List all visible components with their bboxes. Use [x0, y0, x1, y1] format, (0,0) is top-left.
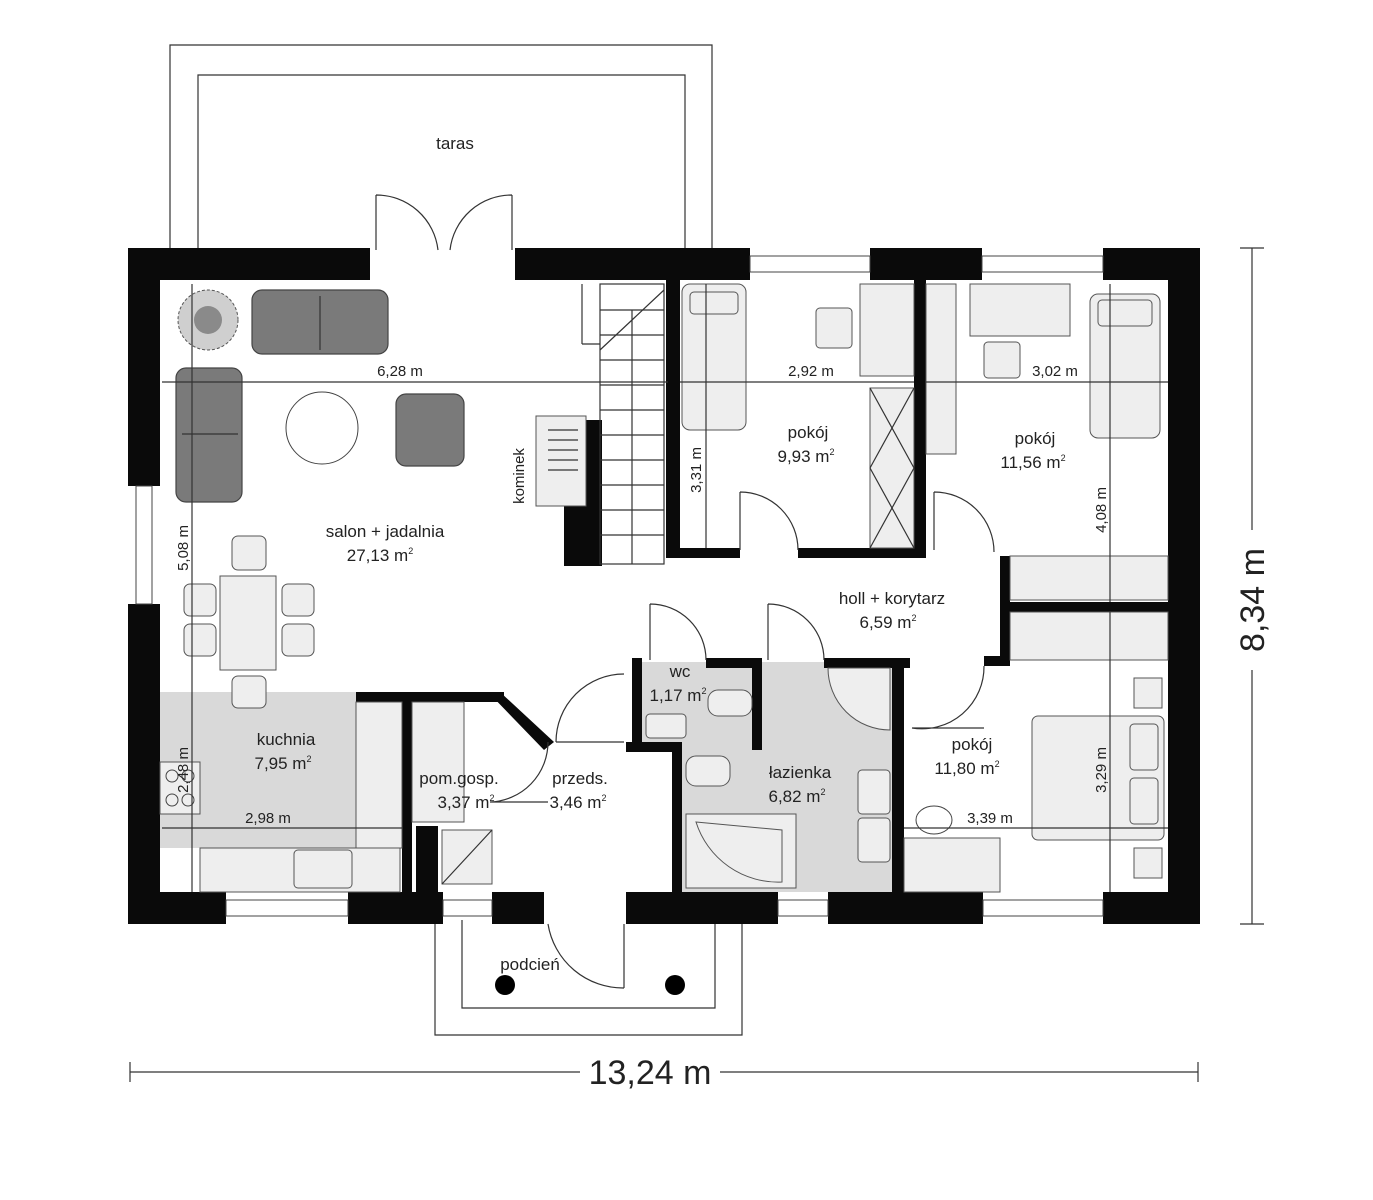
chair-icon [815, 307, 853, 349]
stove-icon [159, 761, 201, 815]
toilet-icon [707, 689, 753, 717]
washbasin-icon [857, 817, 891, 863]
room-area-wc: 1,17 m2 [650, 686, 707, 705]
dim-pokoj1-width: 2,92 m [788, 363, 834, 380]
room-name-salon: salon + jadalnia [326, 522, 445, 541]
doors [375, 194, 995, 989]
plant-icon [177, 289, 239, 351]
dim-salon-width: 6,28 m [377, 363, 423, 380]
fireplace [535, 415, 587, 507]
room-name-lazienka: łazienka [769, 763, 832, 782]
bathroom-fixtures [645, 667, 891, 889]
coffee-table-icon [285, 391, 359, 465]
room-name-taras: taras [436, 134, 474, 153]
chair-icon [183, 623, 217, 657]
boiler-icon [441, 829, 493, 885]
dim-pokoj1-depth: 3,31 m [688, 447, 705, 493]
chair-icon [231, 535, 267, 571]
dim-kuchnia-depth: 2,48 m [175, 747, 192, 793]
room-area-pokoj-1: 9,93 m2 [778, 447, 835, 466]
chair-icon [281, 583, 315, 617]
room-area-kuchnia: 7,95 m2 [255, 754, 312, 773]
dim-pokoj2-width: 3,02 m [1032, 363, 1078, 380]
exterior-walls [128, 248, 1200, 924]
shower-icon [827, 667, 891, 731]
washbasin-icon [645, 713, 687, 739]
room-name-pokoj-3: pokój [952, 735, 993, 754]
fireplace-label: kominek [511, 448, 528, 504]
room-name-kuchnia: kuchnia [257, 730, 316, 749]
bedroom-furniture [681, 283, 1169, 893]
bed-icon [1089, 293, 1161, 439]
room-name-wc: wc [669, 662, 691, 681]
room-name-holl: holl + korytarz [839, 589, 945, 608]
room-area-salon: 27,13 m2 [347, 546, 413, 565]
windows [135, 255, 1104, 917]
porch-column [665, 975, 685, 995]
room-name-pom-gosp: pom.gosp. [419, 769, 498, 788]
room-area-pokoj-2: 11,56 m2 [1000, 453, 1065, 472]
room-area-pom-gosp: 3,37 m2 [438, 793, 495, 812]
porch-column [495, 975, 515, 995]
chair-icon [983, 341, 1021, 379]
room-name-podcien: podcień [500, 955, 560, 974]
chair-icon [281, 623, 315, 657]
washbasin-icon [857, 769, 891, 815]
room-area-pokoj-3: 11,80 m2 [934, 759, 999, 778]
dimension-lines [129, 247, 1264, 1082]
dining-table-icon [219, 575, 277, 671]
room-name-pokoj-2: pokój [1015, 429, 1056, 448]
chair-icon [183, 583, 217, 617]
dim-pokoj2-depth: 4,08 m [1093, 487, 1110, 533]
room-area-przeds: 3,46 m2 [550, 793, 607, 812]
dim-salon-depth: 5,08 m [175, 525, 192, 571]
dim-total-depth: 8,34 m [1234, 548, 1272, 652]
living-furniture [175, 289, 465, 709]
dim-pokoj3-width: 3,39 m [967, 810, 1013, 827]
dim-total-width: 13,24 m [589, 1054, 712, 1092]
room-area-holl: 6,59 m2 [860, 613, 917, 632]
terrace [169, 44, 713, 250]
room-name-pokoj-1: pokój [788, 423, 829, 442]
sofa-icon [175, 367, 243, 503]
dimension-labels: 6,28 m 2,92 m 3,02 m 5,08 m 3,31 m 4,08 … [175, 363, 1272, 1092]
armchair-icon [395, 393, 465, 467]
room-labels: taras salon + jadalnia 27,13 m2 pokój 9,… [255, 134, 1066, 974]
toilet-icon [685, 755, 731, 787]
room-area-lazienka: 6,82 m2 [769, 787, 826, 806]
interior-walls [356, 280, 1168, 892]
porch [434, 920, 743, 1036]
room-name-przeds: przeds. [552, 769, 608, 788]
chair-icon [915, 805, 953, 835]
chair-icon [231, 675, 267, 709]
bed-icon [681, 283, 747, 431]
stairs [581, 283, 665, 565]
dim-kuchnia-width: 2,98 m [245, 810, 291, 827]
kitchen-furniture [159, 701, 465, 893]
sink-icon [293, 849, 353, 889]
dim-pokoj3-depth: 3,29 m [1093, 747, 1110, 793]
